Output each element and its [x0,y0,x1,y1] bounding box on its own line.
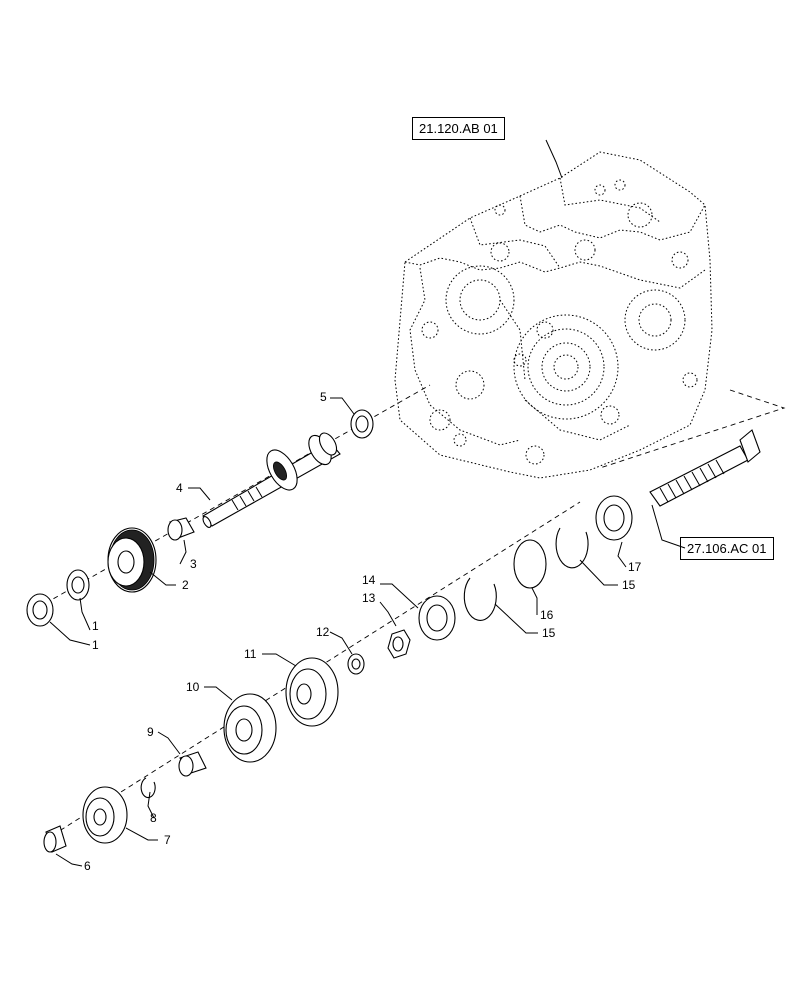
center-lines [29,384,786,841]
snap-ring-8 [140,777,156,799]
gear-7 [82,786,128,844]
transmission-housing [394,151,713,479]
housing-reference-label[interactable]: 21.120.AB 01 [412,117,505,140]
callout-17: 17 [628,560,642,574]
upper-shaft-assembly [26,409,374,627]
callout-11: 11 [244,647,257,661]
callout-10: 10 [186,680,200,694]
gear-2 [107,527,157,593]
callout-1b: 1 [92,638,99,652]
callout-8: 8 [150,811,157,825]
gear-11 [285,657,339,727]
callout-1a: 1 [92,619,99,633]
callout-13: 13 [362,591,376,605]
leader-lines [49,139,686,867]
callout-2: 2 [182,578,189,592]
callout-14: 14 [362,573,376,587]
callout-4: 4 [176,481,183,495]
circlip-15b [463,577,497,621]
callout-6: 6 [84,859,91,873]
callout-9: 9 [147,725,154,739]
callout-7: 7 [164,833,171,847]
gear-10 [223,693,277,763]
callout-numbers: 1 1 2 3 4 5 6 7 8 9 10 11 12 13 14 15 15… [84,390,642,873]
circlip-15a [555,527,589,569]
callout-15a: 15 [622,578,636,592]
worm-shaft-reference-label[interactable]: 27.106.AC 01 [680,537,774,560]
callout-12: 12 [316,625,330,639]
worm-shaft [595,429,761,541]
callout-16: 16 [540,608,554,622]
callout-5: 5 [320,390,327,404]
callout-3: 3 [190,557,197,571]
ring-16 [513,539,547,589]
lower-shaft-assembly [43,527,589,853]
callout-15b: 15 [542,626,556,640]
